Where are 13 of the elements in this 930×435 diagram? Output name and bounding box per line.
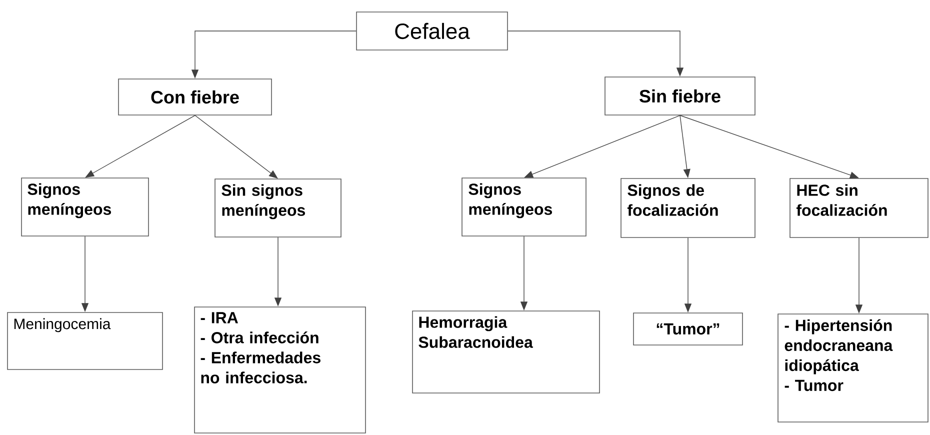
criterion-box: Signos meníngeos bbox=[21, 178, 149, 236]
criterion-box: Sin signos meníngeos bbox=[214, 178, 342, 238]
criterion-box: HEC sin focalización bbox=[790, 178, 928, 238]
diagnosis-box: - Hipertensión endocraneana idiopática - Tumor bbox=[778, 314, 928, 422]
category-box: Sin fiebre bbox=[604, 76, 756, 116]
diagnosis-box: Hemorragia Subaracnoidea bbox=[412, 310, 600, 394]
category-box: Con fiebre bbox=[118, 78, 272, 116]
criterion-box: Signos meníngeos bbox=[462, 178, 586, 236]
criterion-box: Signos de focalización bbox=[620, 178, 756, 238]
diagnosis-box: Meningocemia bbox=[7, 312, 163, 370]
diagnosis-box: - IRA - Otra infección - Enfermedades no infecciosa. bbox=[194, 306, 366, 434]
diagnosis-box: “Tumor” bbox=[633, 312, 743, 346]
title-box: Cefalea bbox=[356, 12, 508, 50]
